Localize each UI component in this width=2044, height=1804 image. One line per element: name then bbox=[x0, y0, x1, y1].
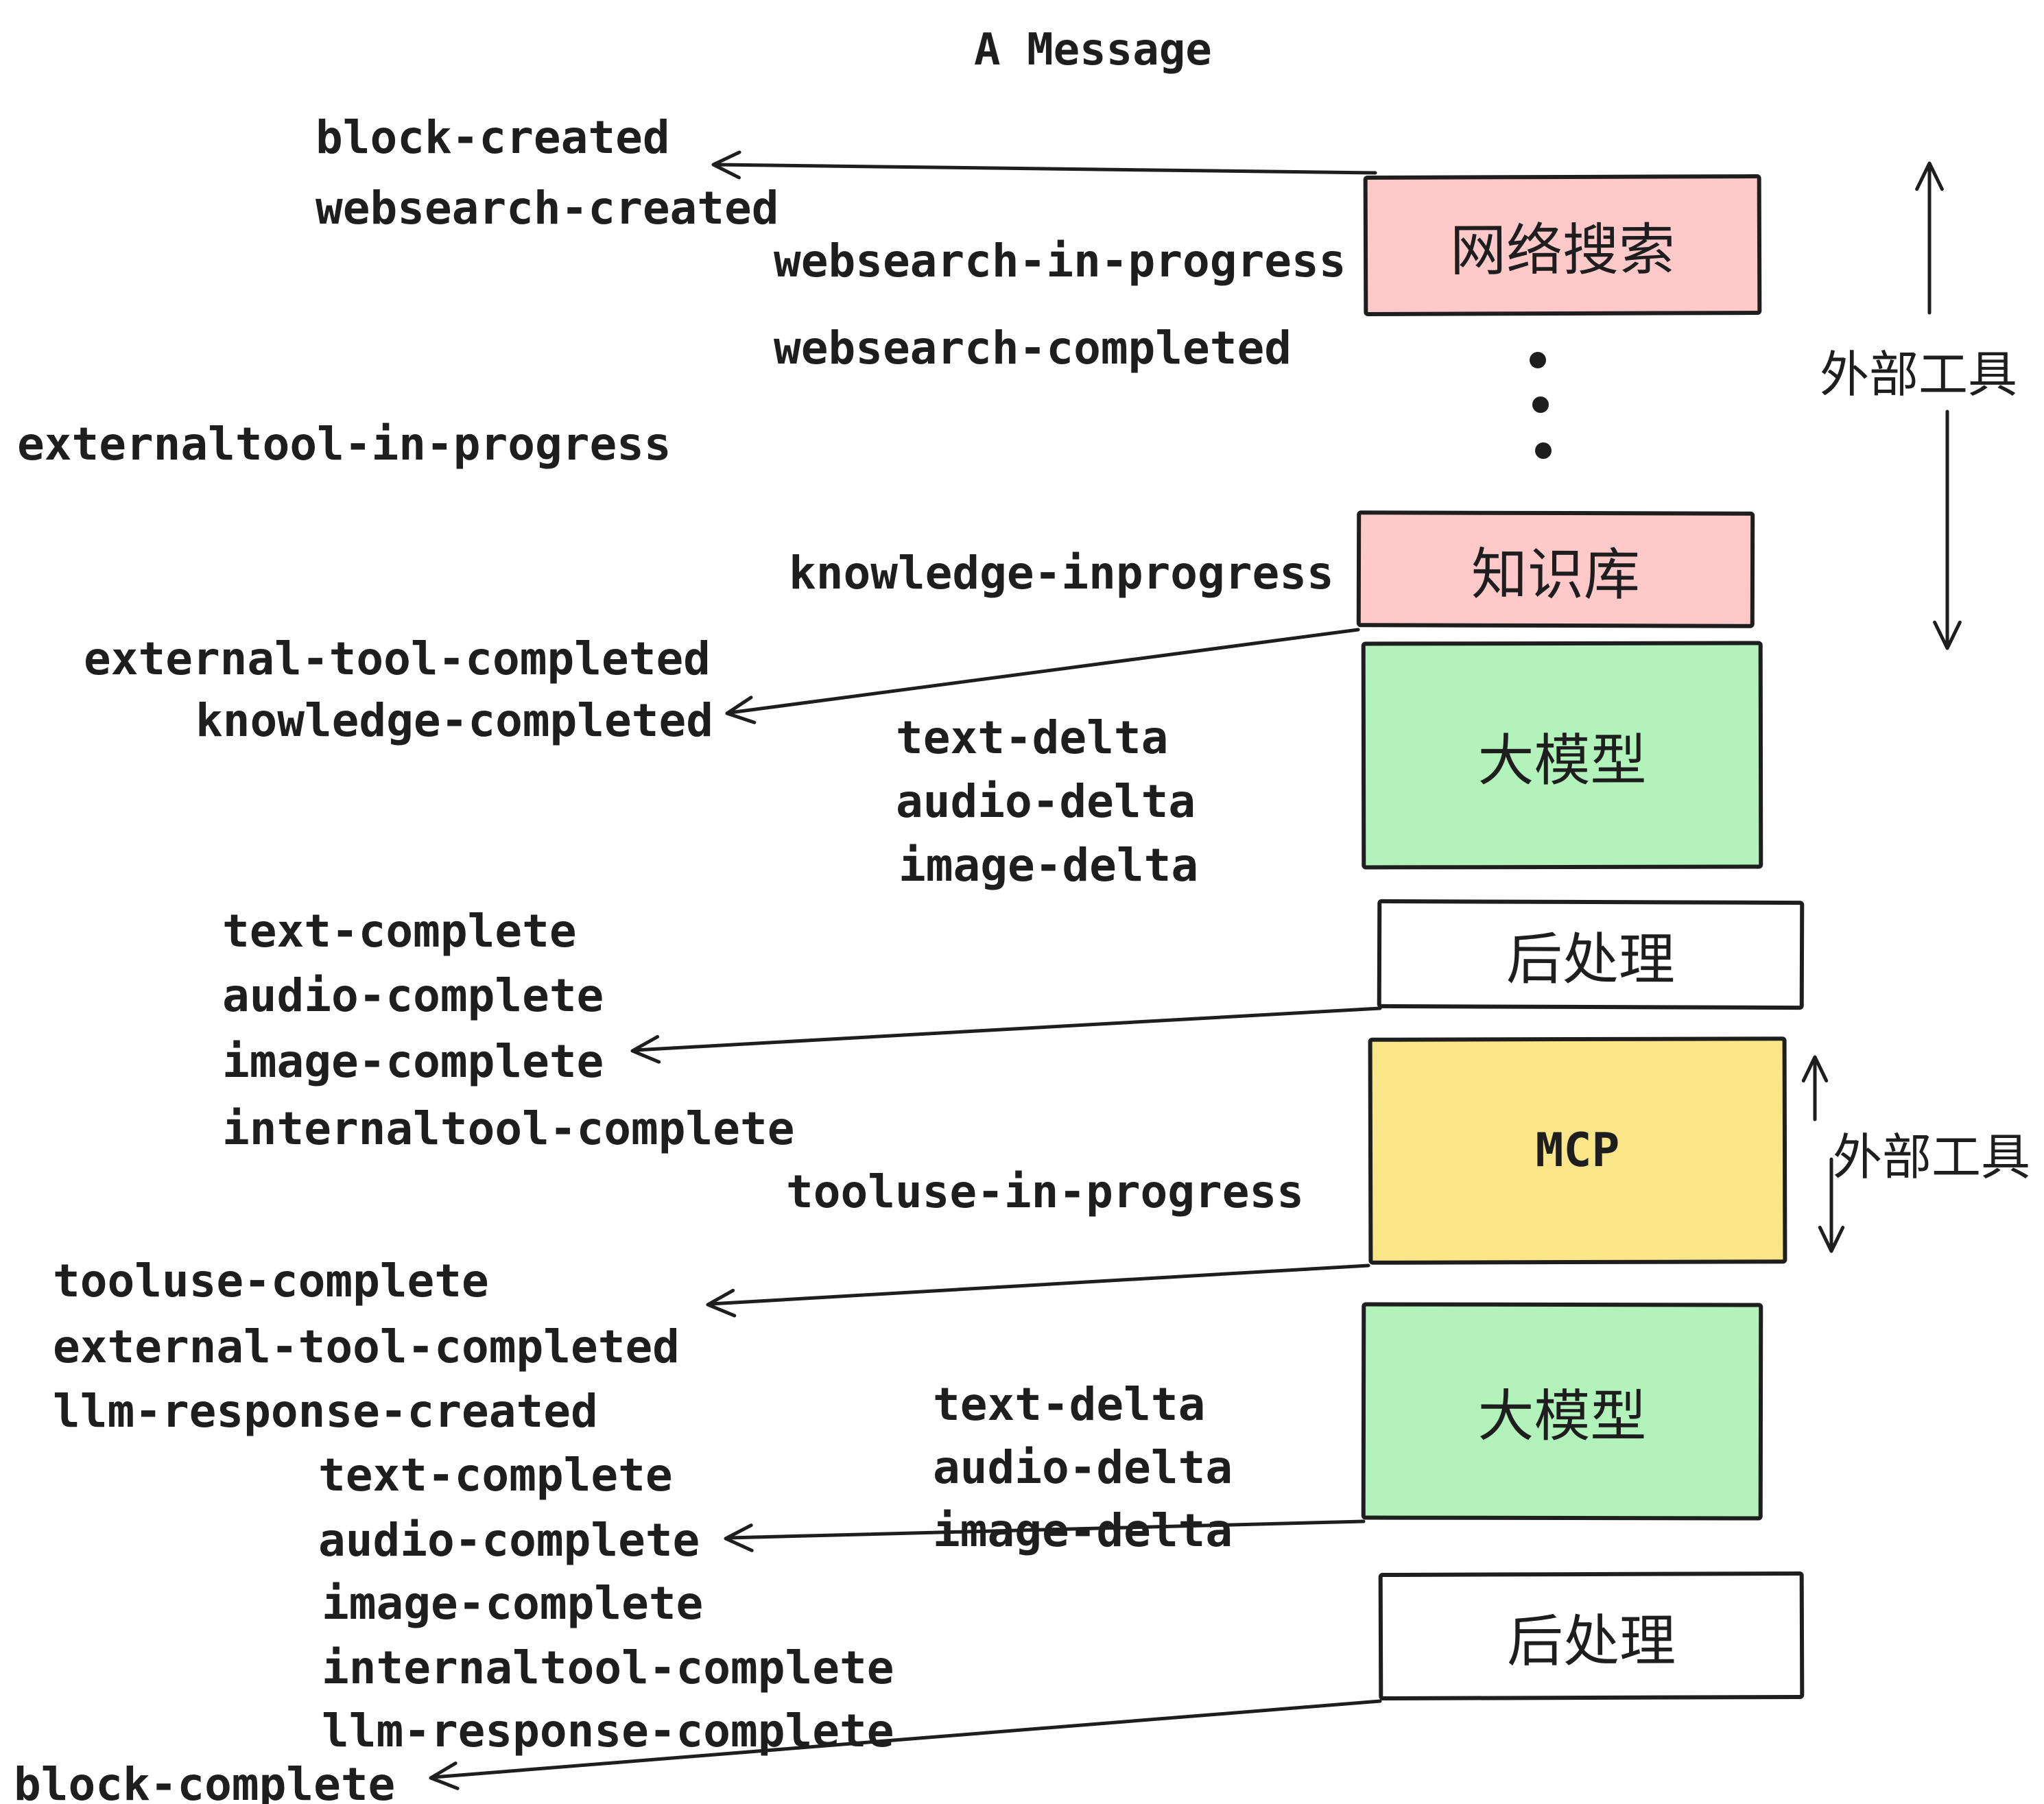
event-image-complete-2: image-complete bbox=[322, 1577, 704, 1630]
event-image-complete: image-complete bbox=[222, 1035, 604, 1088]
event-llm-response-complete: llm-response-complete bbox=[322, 1705, 894, 1757]
event-externaltool-in-progress: externaltool-in-progress bbox=[17, 418, 672, 471]
event-websearch-in-progress: websearch-in-progress bbox=[774, 235, 1346, 287]
event-block-complete: block-complete bbox=[14, 1758, 396, 1804]
node-llm-1: 大模型 bbox=[1361, 641, 1763, 870]
event-text-complete: text-complete bbox=[222, 905, 577, 958]
event-audio-delta: audio-delta bbox=[896, 775, 1196, 828]
event-external-tool-completed: external-tool-completed bbox=[84, 632, 711, 685]
event-audio-complete: audio-complete bbox=[222, 969, 604, 1022]
event-text-delta: text-delta bbox=[896, 711, 1169, 764]
arrow-to-block-complete bbox=[429, 1699, 1382, 1790]
event-knowledge-completed: knowledge-completed bbox=[195, 694, 713, 747]
event-websearch-created: websearch-created bbox=[316, 182, 779, 235]
diagram-title: A Message bbox=[974, 25, 1212, 75]
node-mcp: MCP bbox=[1368, 1036, 1787, 1265]
arrow-to-image-complete bbox=[630, 1006, 1382, 1064]
event-llm-response-created: llm-response-created bbox=[53, 1385, 598, 1438]
event-external-tool-completed-2: external-tool-completed bbox=[53, 1320, 680, 1373]
node-postprocess-1: 后处理 bbox=[1377, 899, 1805, 1010]
event-knowledge-inprogress: knowledge-inprogress bbox=[789, 547, 1334, 600]
event-audio-complete-2: audio-complete bbox=[318, 1514, 700, 1567]
event-image-delta: image-delta bbox=[899, 839, 1199, 892]
arrow-to-tooluse-complete bbox=[706, 1263, 1370, 1318]
event-tooluse-in-progress: tooluse-in-progress bbox=[786, 1165, 1304, 1218]
event-internaltool-complete-2: internaltool-complete bbox=[322, 1641, 894, 1694]
node-websearch: 网络搜索 bbox=[1363, 174, 1762, 317]
event-text-delta-2: text-delta bbox=[933, 1378, 1206, 1431]
external-tools-label-2: 外部工具 bbox=[1833, 1128, 2031, 1186]
node-knowledge-base: 知识库 bbox=[1356, 510, 1755, 628]
external-tools-arrow-up-1 bbox=[1915, 161, 1944, 315]
event-text-complete-2: text-complete bbox=[318, 1449, 673, 1502]
external-tools-arrow-down-1 bbox=[1933, 410, 1962, 650]
vertical-ellipsis-icon bbox=[1530, 352, 1552, 459]
arrow-to-audio-complete bbox=[724, 1519, 1366, 1552]
node-llm-2: 大模型 bbox=[1361, 1302, 1763, 1521]
external-tools-arrow-down-2 bbox=[1818, 1157, 1845, 1253]
arrow-to-knowledge-completed bbox=[725, 628, 1360, 724]
event-internaltool-complete: internaltool-complete bbox=[222, 1102, 795, 1155]
event-image-delta-2: image-delta bbox=[933, 1504, 1233, 1557]
event-block-created: block-created bbox=[316, 111, 670, 164]
arrow-to-block-created bbox=[711, 150, 1377, 180]
event-audio-delta-2: audio-delta bbox=[933, 1441, 1233, 1494]
node-postprocess-2: 后处理 bbox=[1378, 1571, 1805, 1701]
event-tooluse-complete: tooluse-complete bbox=[53, 1255, 489, 1307]
event-websearch-completed: websearch-completed bbox=[774, 322, 1292, 375]
external-tools-label-1: 外部工具 bbox=[1820, 346, 2018, 403]
external-tools-arrow-up-2 bbox=[1801, 1055, 1829, 1121]
